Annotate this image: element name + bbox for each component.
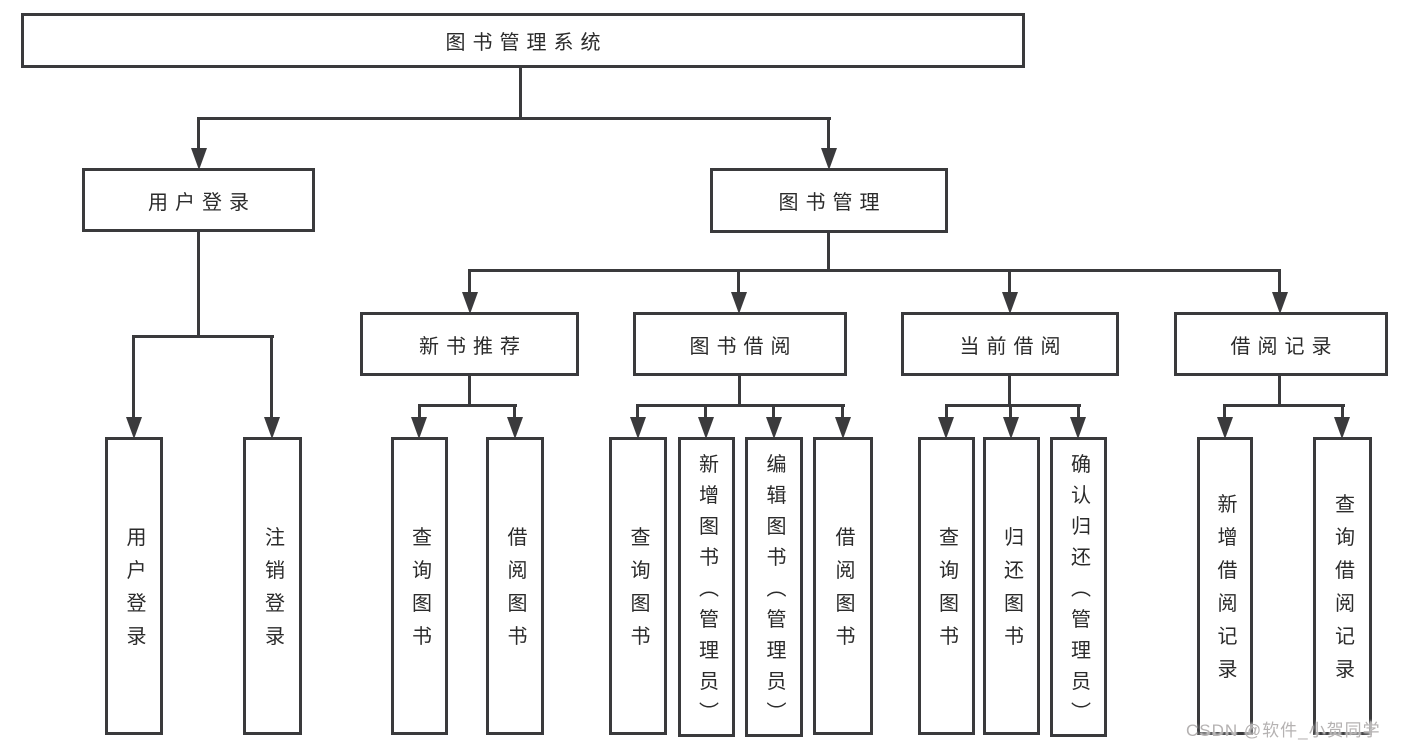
- arrowhead-down-icon: [698, 417, 714, 439]
- connector-line: [132, 335, 274, 338]
- arrowhead-down-icon: [1334, 417, 1350, 439]
- connector-line: [197, 117, 200, 152]
- arrowhead-down-icon: [1002, 292, 1018, 314]
- leaf-query-borrow-record: 查询借阅记录: [1313, 437, 1372, 735]
- connector-line: [1223, 404, 1226, 421]
- leaf-return-books-label: 归还图书: [1000, 526, 1023, 659]
- leaf-confirm-return-admin-label: 确认归还（管理员）: [1067, 453, 1090, 732]
- node-new-book-recommend-label: 新书推荐: [419, 335, 527, 358]
- arrowhead-down-icon: [462, 292, 478, 314]
- connector-line: [1278, 376, 1281, 407]
- connector-line: [197, 232, 200, 338]
- leaf-logout-label: 注销登录: [261, 526, 284, 659]
- leaf-newbook-query-books: 查询图书: [391, 437, 448, 735]
- arrowhead-down-icon: [835, 417, 851, 439]
- leaf-add-borrow-record: 新增借阅记录: [1197, 437, 1253, 735]
- connector-line: [827, 117, 830, 152]
- leaf-add-borrow-record-label: 新增借阅记录: [1214, 493, 1236, 692]
- connector-line: [519, 68, 522, 120]
- connector-line: [468, 376, 471, 407]
- csdn-watermark: CSDN @软件_小贺同学: [1186, 721, 1381, 740]
- arrowhead-down-icon: [1003, 417, 1019, 439]
- node-user-login-label: 用户登录: [148, 191, 256, 214]
- connector-line: [1341, 404, 1344, 421]
- connector-line: [270, 335, 273, 421]
- leaf-query-borrow-record-label: 查询借阅记录: [1331, 493, 1354, 692]
- leaf-confirm-return-admin: 确认归还（管理员）: [1050, 437, 1107, 737]
- connector-line: [1008, 269, 1011, 296]
- node-book-management-label: 图书管理: [778, 192, 887, 214]
- connector-line: [636, 404, 845, 407]
- connector-line: [636, 404, 639, 421]
- arrowhead-down-icon: [126, 417, 142, 439]
- leaf-logout: 注销登录: [243, 437, 302, 735]
- node-borrow-records-label: 借阅记录: [1230, 335, 1339, 358]
- leaf-add-books-admin: 新增图书（管理员）: [678, 437, 735, 737]
- connector-line: [841, 404, 844, 421]
- connector-line: [132, 335, 135, 421]
- connector-line: [197, 117, 831, 120]
- arrowhead-down-icon: [1272, 292, 1288, 314]
- connector-line: [737, 269, 740, 296]
- node-book-management: 图书管理: [710, 168, 948, 233]
- leaf-borrow-query-books-label: 查询图书: [627, 526, 649, 659]
- connector-line: [418, 404, 517, 407]
- arrowhead-down-icon: [938, 417, 954, 439]
- arrowhead-down-icon: [1217, 417, 1233, 439]
- node-book-borrow-label: 图书借阅: [689, 335, 798, 358]
- connector-line: [468, 269, 1281, 272]
- leaf-current-query-books-label: 查询图书: [935, 526, 958, 659]
- leaf-add-books-admin-label: 新增图书（管理员）: [695, 453, 718, 732]
- node-book-borrow: 图书借阅: [633, 312, 847, 376]
- connector-line: [1009, 404, 1012, 421]
- connector-line: [513, 404, 516, 421]
- arrowhead-down-icon: [1070, 417, 1086, 439]
- arrowhead-down-icon: [191, 148, 207, 170]
- connector-line: [1278, 269, 1281, 296]
- node-root: 图书管理系统: [21, 13, 1025, 68]
- arrowhead-down-icon: [411, 417, 427, 439]
- leaf-newbook-borrow-books: 借阅图书: [486, 437, 544, 735]
- arrowhead-down-icon: [264, 417, 280, 439]
- node-borrow-records: 借阅记录: [1174, 312, 1388, 376]
- node-new-book-recommend: 新书推荐: [360, 312, 579, 376]
- connector-line: [945, 404, 1081, 407]
- connector-line: [418, 404, 421, 421]
- connector-line: [738, 376, 741, 407]
- connector-line: [1077, 404, 1080, 421]
- leaf-user-login-label: 用户登录: [123, 526, 145, 659]
- leaf-edit-books-admin-label: 编辑图书（管理员）: [763, 453, 785, 732]
- leaf-current-query-books: 查询图书: [918, 437, 975, 735]
- leaf-newbook-query-books-label: 查询图书: [408, 526, 431, 659]
- node-current-borrow-label: 当前借阅: [959, 335, 1068, 358]
- connector-line: [827, 233, 830, 272]
- arrowhead-down-icon: [630, 417, 646, 439]
- arrowhead-down-icon: [731, 292, 747, 314]
- leaf-borrow-borrow-books: 借阅图书: [813, 437, 873, 735]
- node-current-borrow: 当前借阅: [901, 312, 1119, 376]
- leaf-user-login: 用户登录: [105, 437, 163, 735]
- connector-line: [1008, 376, 1011, 407]
- connector-line: [772, 404, 775, 421]
- arrowhead-down-icon: [507, 417, 523, 439]
- leaf-return-books: 归还图书: [983, 437, 1040, 735]
- arrowhead-down-icon: [766, 417, 782, 439]
- leaf-newbook-borrow-books-label: 借阅图书: [504, 526, 526, 659]
- connector-line: [1223, 404, 1345, 407]
- arrowhead-down-icon: [821, 148, 837, 170]
- leaf-borrow-query-books: 查询图书: [609, 437, 667, 735]
- leaf-edit-books-admin: 编辑图书（管理员）: [745, 437, 803, 737]
- connector-line: [704, 404, 707, 421]
- node-user-login: 用户登录: [82, 168, 315, 232]
- connector-line: [945, 404, 948, 421]
- node-root-label: 图书管理系统: [445, 32, 608, 54]
- leaf-borrow-borrow-books-label: 借阅图书: [832, 526, 854, 659]
- connector-line: [468, 269, 471, 296]
